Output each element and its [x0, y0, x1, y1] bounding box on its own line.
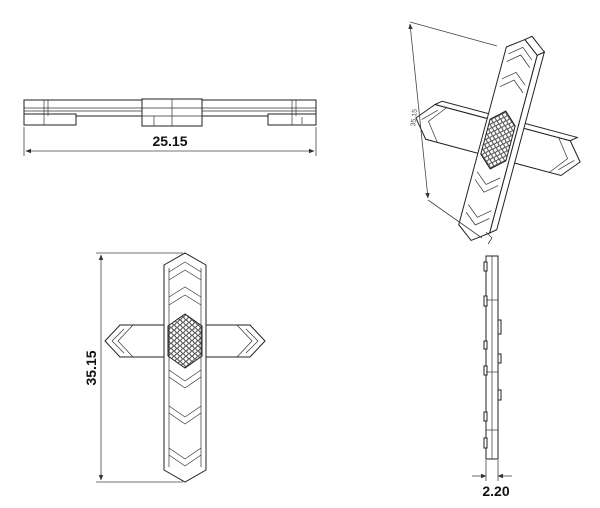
front-view: [104, 252, 266, 483]
width-dimension-label: 25.15: [152, 133, 187, 149]
side-view: [483, 255, 502, 460]
thickness-dimension-label: 2.20: [482, 483, 509, 499]
height-dimension: 35.15: [83, 252, 183, 483]
top-view: [23, 98, 317, 127]
isometric-dimension: 35.15: [408, 21, 498, 245]
height-dimension-label: 35.15: [83, 350, 99, 385]
isometric-view: [415, 35, 581, 242]
isometric-dimension-label: 35.15: [410, 109, 419, 127]
thickness-dimension: 2.20: [472, 460, 512, 499]
width-dimension: 25.15: [23, 127, 317, 156]
